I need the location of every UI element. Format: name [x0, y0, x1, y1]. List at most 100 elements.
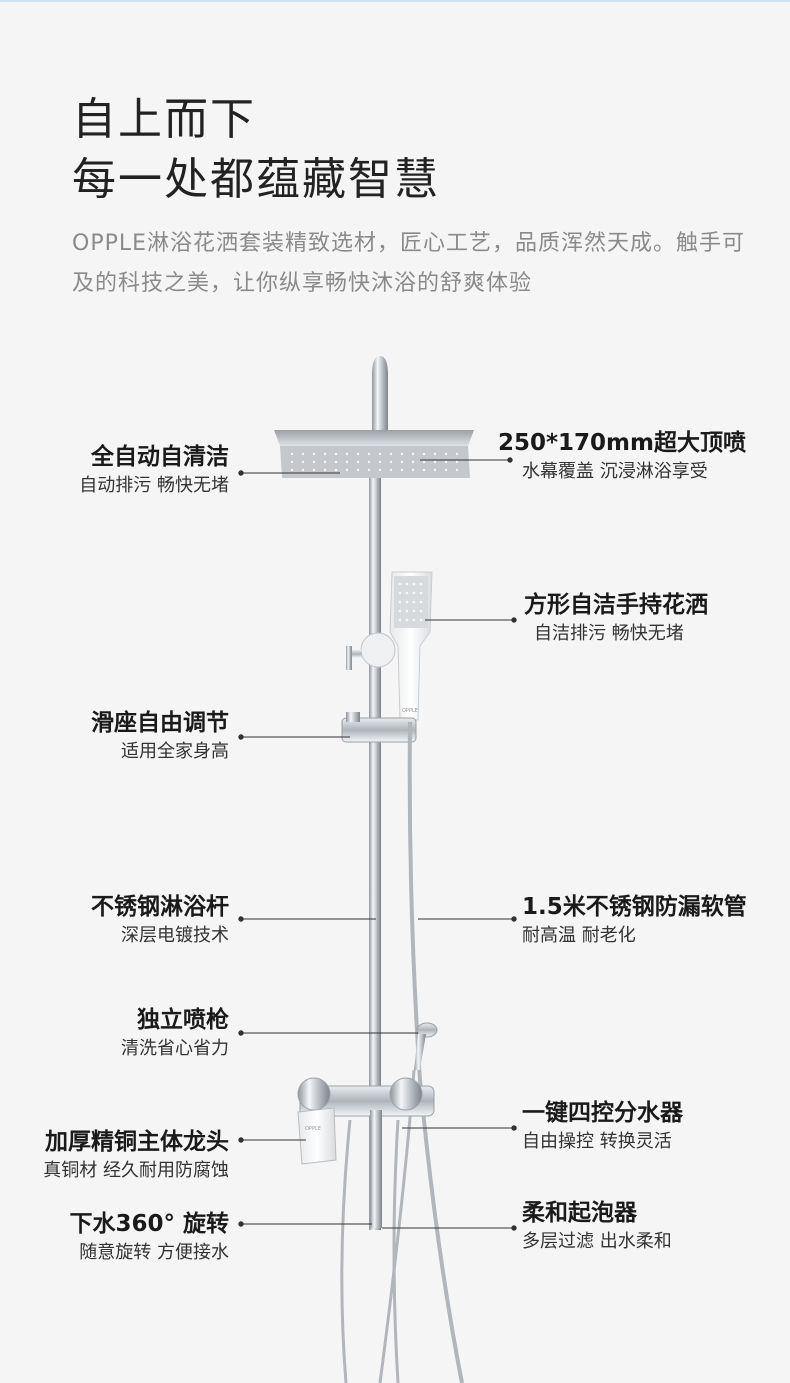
nozzle-dot — [389, 468, 393, 472]
nozzle-dot — [312, 460, 316, 464]
feature-hose-sub: 耐高温 耐老化 — [522, 925, 636, 946]
nozzle-dot — [323, 460, 327, 464]
nozzle-dot — [345, 468, 349, 472]
hand-nozzle-dot — [412, 609, 416, 613]
nozzle-dot — [323, 452, 327, 456]
feature-spout-title: 下水360° 旋转 — [69, 1211, 229, 1237]
feature-spout: 下水360° 旋转 随意旋转 方便接水 — [69, 1209, 229, 1267]
spout — [370, 1110, 382, 1228]
nozzle-dot — [444, 460, 448, 464]
nozzle-dot — [301, 460, 305, 464]
feature-faucet: 加厚精铜主体龙头 真铜材 经久耐用防腐蚀 — [43, 1127, 229, 1185]
nozzle-dot — [455, 452, 459, 456]
feature-slider-sub: 适用全家身高 — [121, 741, 229, 762]
hand-nozzle-dot — [405, 582, 409, 586]
hand-shower-logo: OPPLE — [402, 708, 418, 714]
nozzle-dot — [444, 468, 448, 472]
gooseneck-arm — [372, 356, 388, 430]
hand-nozzle-dot — [398, 582, 402, 586]
nozzle-dot — [334, 460, 338, 464]
feature-diverter: 一键四控分水器 自由操控 转换灵活 — [522, 1098, 683, 1156]
feature-rod-title: 不锈钢淋浴杆 — [91, 894, 229, 920]
feature-self-clean-sub: 自动排污 畅快无堵 — [79, 475, 229, 496]
hand-nozzle-dot — [398, 609, 402, 613]
feature-faucet-title: 加厚精铜主体龙头 — [45, 1129, 229, 1155]
nozzle-dot — [378, 468, 382, 472]
nozzle-dot — [301, 452, 305, 456]
faucet-logo: OPPLE — [305, 1126, 321, 1132]
nozzle-dot — [290, 468, 294, 472]
hand-nozzle-dot — [419, 591, 423, 595]
nozzle-dot — [356, 460, 360, 464]
feature-spray-gun-sub: 清洗省心省力 — [121, 1038, 229, 1059]
hand-nozzle-dot — [412, 600, 416, 604]
feature-diverter-sub: 自由操控 转换灵活 — [522, 1131, 672, 1152]
nozzle-dot — [345, 452, 349, 456]
feature-aerator-sub: 多层过滤 出水柔和 — [522, 1231, 672, 1252]
nozzle-dot — [433, 460, 437, 464]
feature-self-clean-title: 全自动自清洁 — [91, 444, 229, 470]
top-accent-line — [0, 0, 790, 2]
spray-gun — [378, 1022, 438, 1383]
feature-spray-gun-title: 独立喷枪 — [137, 1007, 229, 1033]
nozzle-dot — [422, 460, 426, 464]
nozzle-dot — [367, 452, 371, 456]
nozzle-dot — [367, 468, 371, 472]
hand-shower: OPPLE — [389, 571, 433, 721]
hand-nozzle-dot — [398, 600, 402, 604]
hand-nozzle-dot — [405, 591, 409, 595]
nozzle-dot — [400, 452, 404, 456]
hand-nozzle-dot — [419, 618, 423, 622]
height-slider — [341, 712, 417, 743]
feature-hose-title: 1.5米不锈钢防漏软管 — [522, 894, 747, 920]
feature-self-clean: 全自动自清洁 自动排污 畅快无堵 — [79, 442, 229, 500]
feature-top-spray-sub: 水幕覆盖 沉浸淋浴享受 — [522, 461, 708, 482]
nozzle-dot — [411, 460, 415, 464]
feature-hand-shower-title: 方形自洁手持花洒 — [524, 592, 708, 618]
feature-diverter-title: 一键四控分水器 — [522, 1100, 683, 1126]
nozzle-dot — [433, 468, 437, 472]
nozzle-dot — [356, 468, 360, 472]
nozzle-dot — [389, 452, 393, 456]
page-title-line1: 自上而下 — [72, 94, 256, 145]
nozzle-dot — [389, 460, 393, 464]
hand-nozzle-dot — [419, 582, 423, 586]
hand-nozzle-dot — [398, 618, 402, 622]
feature-spout-sub: 随意旋转 方便接水 — [79, 1242, 229, 1263]
shower-hose — [407, 721, 464, 1383]
feature-rod-sub: 深层电镀技术 — [121, 925, 229, 946]
nozzle-dot — [356, 452, 360, 456]
page-title-line2: 每一处都蕴藏智慧 — [72, 154, 440, 205]
nozzle-dot — [323, 468, 327, 472]
feature-slider: 滑座自由调节 适用全家身高 — [91, 708, 229, 766]
hand-nozzle-dot — [405, 609, 409, 613]
nozzle-dot — [334, 468, 338, 472]
feature-aerator-title: 柔和起泡器 — [522, 1200, 637, 1226]
hand-nozzle-dot — [398, 591, 402, 595]
nozzle-dot — [400, 468, 404, 472]
nozzle-dot — [400, 460, 404, 464]
nozzle-dot — [378, 452, 382, 456]
leader-lines — [238, 457, 517, 1231]
feature-rod: 不锈钢淋浴杆 深层电镀技术 — [91, 892, 229, 950]
nozzle-dot — [378, 460, 382, 464]
hand-nozzle-dot — [412, 582, 416, 586]
hand-nozzle-dot — [412, 618, 416, 622]
nozzle-dot — [422, 452, 426, 456]
nozzle-dot — [455, 468, 459, 472]
hand-nozzle-dot — [419, 609, 423, 613]
hand-nozzle-dot — [412, 591, 416, 595]
nozzle-dot — [444, 452, 448, 456]
inlet-pipe-left — [340, 1119, 352, 1383]
feature-aerator: 柔和起泡器 多层过滤 出水柔和 — [522, 1198, 672, 1256]
nozzle-dot — [312, 468, 316, 472]
feature-hand-shower-sub: 自洁排污 畅快无堵 — [534, 623, 684, 644]
feature-spray-gun: 独立喷枪 清洗省心省力 — [121, 1005, 229, 1063]
hand-nozzle-dot — [405, 618, 409, 622]
nozzle-dot — [411, 452, 415, 456]
hand-nozzle-dot — [419, 600, 423, 604]
feature-faucet-sub: 真铜材 经久耐用防腐蚀 — [43, 1160, 229, 1181]
nozzle-dot — [455, 460, 459, 464]
rain-shower-head — [274, 430, 474, 478]
